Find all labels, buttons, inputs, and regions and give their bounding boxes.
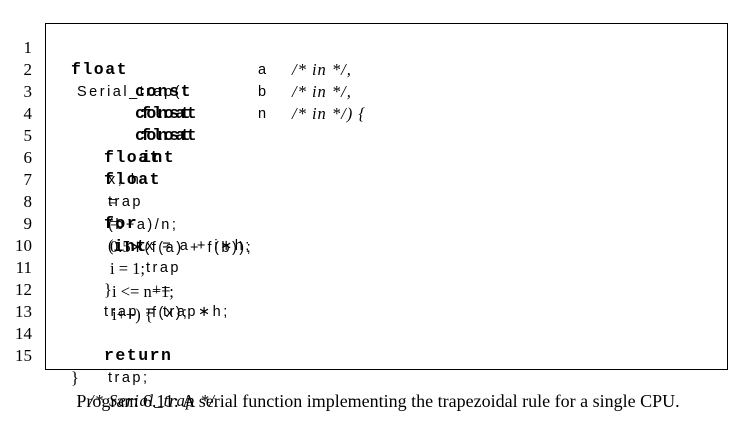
line-number: 2 xyxy=(23,60,33,79)
variable-trap: trap xyxy=(108,194,143,210)
keyword-float: float xyxy=(141,126,199,145)
equals-sign: = xyxy=(108,192,118,211)
closing-brace: } xyxy=(104,280,112,299)
code-line-2: const float xyxy=(119,59,198,147)
closing-brace: } xyxy=(71,368,79,387)
comment-text: /* in */, xyxy=(292,60,352,79)
comment-in: /* in */, xyxy=(292,59,352,82)
comment-text: /* in */, xyxy=(292,82,352,101)
code-line-1: float Serial_trap( xyxy=(55,37,182,125)
keyword-float: float xyxy=(104,148,162,167)
line-number: 4 xyxy=(23,104,33,123)
keyword-float: float xyxy=(104,170,162,189)
call-expression: f(x); xyxy=(152,305,190,321)
loop-increment: i++) { xyxy=(112,305,153,324)
loop-condition: i <= n−1; xyxy=(112,282,174,301)
plus-equals: += xyxy=(152,280,171,299)
keyword-const: const xyxy=(135,126,193,145)
keyword-float: float xyxy=(71,60,129,79)
line-number: 5 xyxy=(23,126,33,145)
line-number: 9 xyxy=(23,214,33,233)
comment-text: /* in */) { xyxy=(292,104,366,123)
param-name: n xyxy=(258,106,269,122)
end-comment: /* Serial_trap */ xyxy=(89,391,216,410)
code-line-14: return trap; xyxy=(88,323,172,411)
line-number: 7 xyxy=(23,170,33,189)
code-line-4: const int xyxy=(119,103,192,191)
statement: x = a + i∗h; xyxy=(146,238,252,254)
code-frame xyxy=(45,23,728,370)
code-line-11: } xyxy=(88,257,112,324)
code-line-8: for (int i = 1; i <= n−1; i++) { xyxy=(88,191,174,349)
line-number: 11 xyxy=(15,258,32,277)
keyword-for: for xyxy=(104,214,139,233)
keyword-const: const xyxy=(135,104,193,123)
line-number: 10 xyxy=(15,236,32,255)
code-line-15: } /* Serial_trap */ xyxy=(55,345,215,435)
code-line-5: float x, h = (b−a)/n; xyxy=(88,125,178,258)
comment-in: /* in */) { xyxy=(292,103,366,126)
keyword-int: int xyxy=(113,237,148,256)
expression: (b−a)/n; xyxy=(108,217,179,233)
line-number: 15 xyxy=(15,346,32,365)
code-line-9: x = a + i∗h; xyxy=(130,213,252,279)
code-listing: 1 2 3 4 5 6 7 8 9 10 11 12 13 14 15 floa… xyxy=(15,23,728,411)
expression: (f(a) + f(b)); xyxy=(144,240,254,256)
keyword-int: int xyxy=(141,148,176,167)
line-number: 3 xyxy=(23,82,33,101)
param-name: b xyxy=(258,84,269,100)
number-literal: 0.5∗ xyxy=(110,237,145,256)
function-name: Serial_trap( xyxy=(77,84,182,100)
keyword-const: const xyxy=(135,82,193,101)
equals-sign: = xyxy=(110,214,120,233)
variable-trap: trap xyxy=(146,260,181,276)
listing-caption: Program 6.11: A serial function implemen… xyxy=(76,391,680,411)
line-number: 12 xyxy=(15,280,32,299)
code-line-6: float trap = 0.5∗(f(a) + f(b)); xyxy=(88,147,253,281)
code-line-3: const float xyxy=(119,81,198,169)
return-value: trap; xyxy=(108,370,150,386)
declaration: x, h xyxy=(108,172,142,188)
line-number: 13 xyxy=(15,302,32,321)
keyword-float: float xyxy=(141,104,199,123)
statement: trap = trap∗h; xyxy=(104,304,230,320)
line-number: 6 xyxy=(23,148,33,167)
loop-init: i = 1; xyxy=(110,259,145,278)
param-name: a xyxy=(258,62,269,78)
param-b: b xyxy=(258,81,269,103)
line-number: 14 xyxy=(15,324,32,343)
open-paren: ( xyxy=(108,236,114,255)
param-a: a xyxy=(258,59,269,81)
line-number: 1 xyxy=(23,38,33,57)
code-line-12: trap = trap∗h; xyxy=(88,279,230,345)
keyword-return: return xyxy=(104,346,173,365)
line-number: 8 xyxy=(23,192,33,211)
code-line-10: trap += f(x); xyxy=(130,235,189,346)
comment-in: /* in */, xyxy=(292,81,352,104)
param-n: n xyxy=(258,103,269,125)
